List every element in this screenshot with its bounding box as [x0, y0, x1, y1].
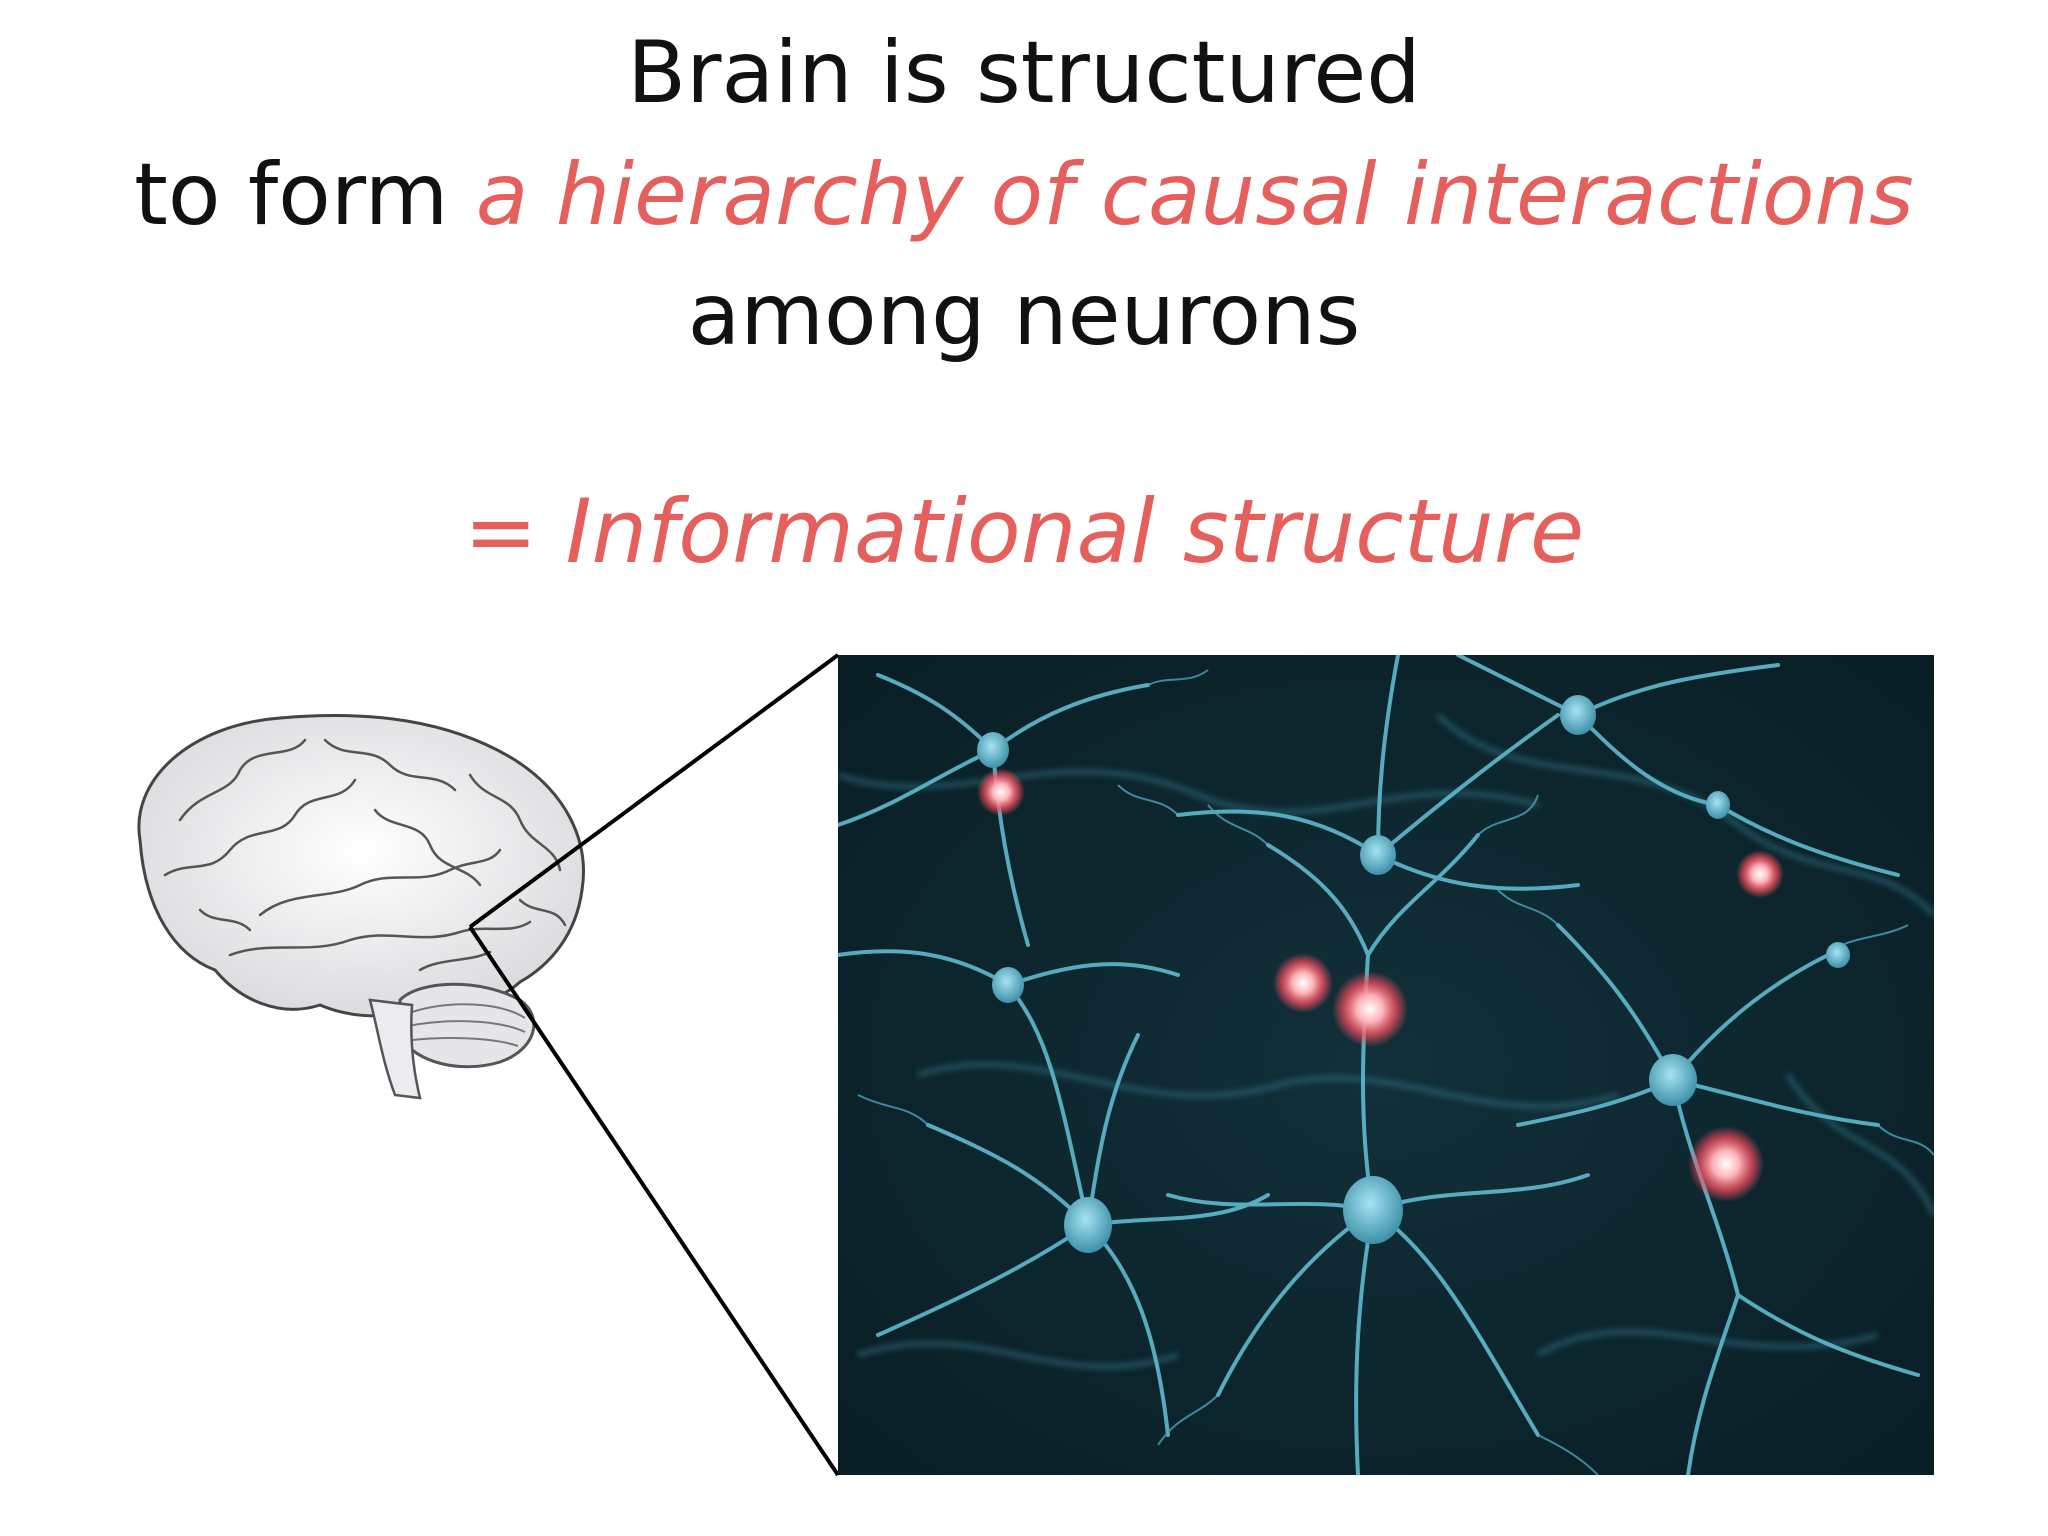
brain-illustration	[137, 713, 585, 1100]
subtitle-text: = Informational structure	[463, 480, 1585, 583]
title-line-2: to form a hierarchy of causal interactio…	[0, 152, 2048, 238]
title-line-3-text: among neurons	[687, 265, 1361, 365]
title-line-1-text: Brain is structured	[627, 23, 1421, 123]
title-line-3: among neurons	[0, 272, 2048, 358]
title-line-1: Brain is structured	[0, 30, 2048, 116]
title-line-2-prefix: to form	[134, 145, 476, 245]
subtitle: = Informational structure	[0, 488, 2048, 576]
neuron-network-micrograph	[838, 655, 1934, 1475]
title-line-2-accent: a hierarchy of causal interactions	[475, 145, 1914, 245]
